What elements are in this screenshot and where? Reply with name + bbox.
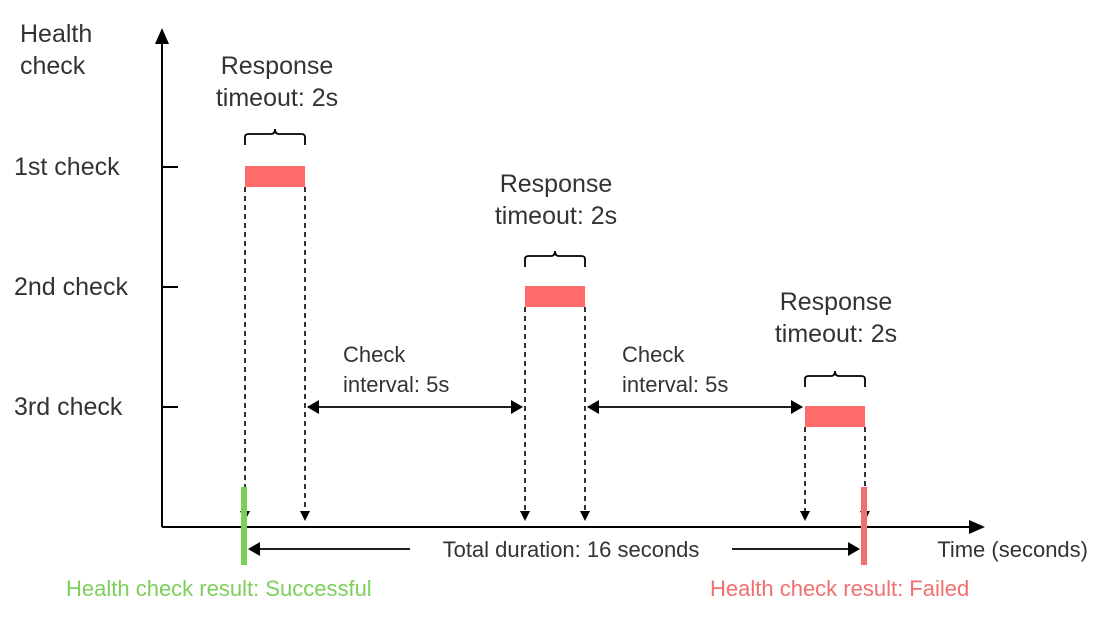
timeout-brace-2 (524, 250, 586, 267)
result-success-label: Health check result: Successful (66, 576, 372, 601)
timeout-label-1-line1: Response (221, 52, 334, 80)
y-label-3rd-check: 3rd check (14, 393, 123, 421)
timeout-bar-3rd-check (805, 406, 865, 427)
timeout-label-1-line2: timeout: 2s (216, 84, 338, 112)
y-label-2nd-check: 2nd check (14, 273, 128, 301)
timeout-brace-3 (804, 370, 866, 387)
timeout-label-2-line2: timeout: 2s (495, 202, 617, 230)
timeout-label-3-line1: Response (780, 288, 893, 316)
timeout-label-3-line2: timeout: 2s (775, 320, 897, 348)
interval-arrow-1-right-head-icon (511, 400, 523, 414)
timeout-bar-1st-check (245, 166, 305, 187)
interval-label-1-line1: Check (343, 342, 406, 367)
total-duration-right-head-icon (848, 542, 860, 556)
timeout-brace-1 (244, 128, 306, 145)
timeout-label-2-line1: Response (500, 170, 613, 198)
interval-arrow-2-right-head-icon (791, 400, 803, 414)
y-axis-arrow-icon (155, 28, 169, 44)
x-axis-arrow-icon (969, 520, 985, 534)
total-duration-label: Total duration: 16 seconds (443, 537, 700, 562)
timeout-bar-2nd-check (525, 286, 585, 307)
interval-label-1-line2: interval: 5s (343, 372, 449, 397)
total-duration-left-head-icon (248, 542, 260, 556)
interval-label-2-line2: interval: 5s (622, 372, 728, 397)
interval-arrow-2-left-head-icon (587, 400, 599, 414)
y-label-1st-check: 1st check (14, 153, 120, 181)
result-failed-label: Health check result: Failed (710, 576, 969, 601)
success-marker (241, 487, 247, 565)
x-axis-title: Time (seconds) (937, 537, 1088, 562)
y-axis-title-line2: check (20, 52, 86, 80)
y-axis-title-line1: Health (20, 20, 92, 48)
failed-marker (861, 487, 867, 565)
interval-arrow-1-left-head-icon (307, 400, 319, 414)
interval-label-2-line1: Check (622, 342, 685, 367)
